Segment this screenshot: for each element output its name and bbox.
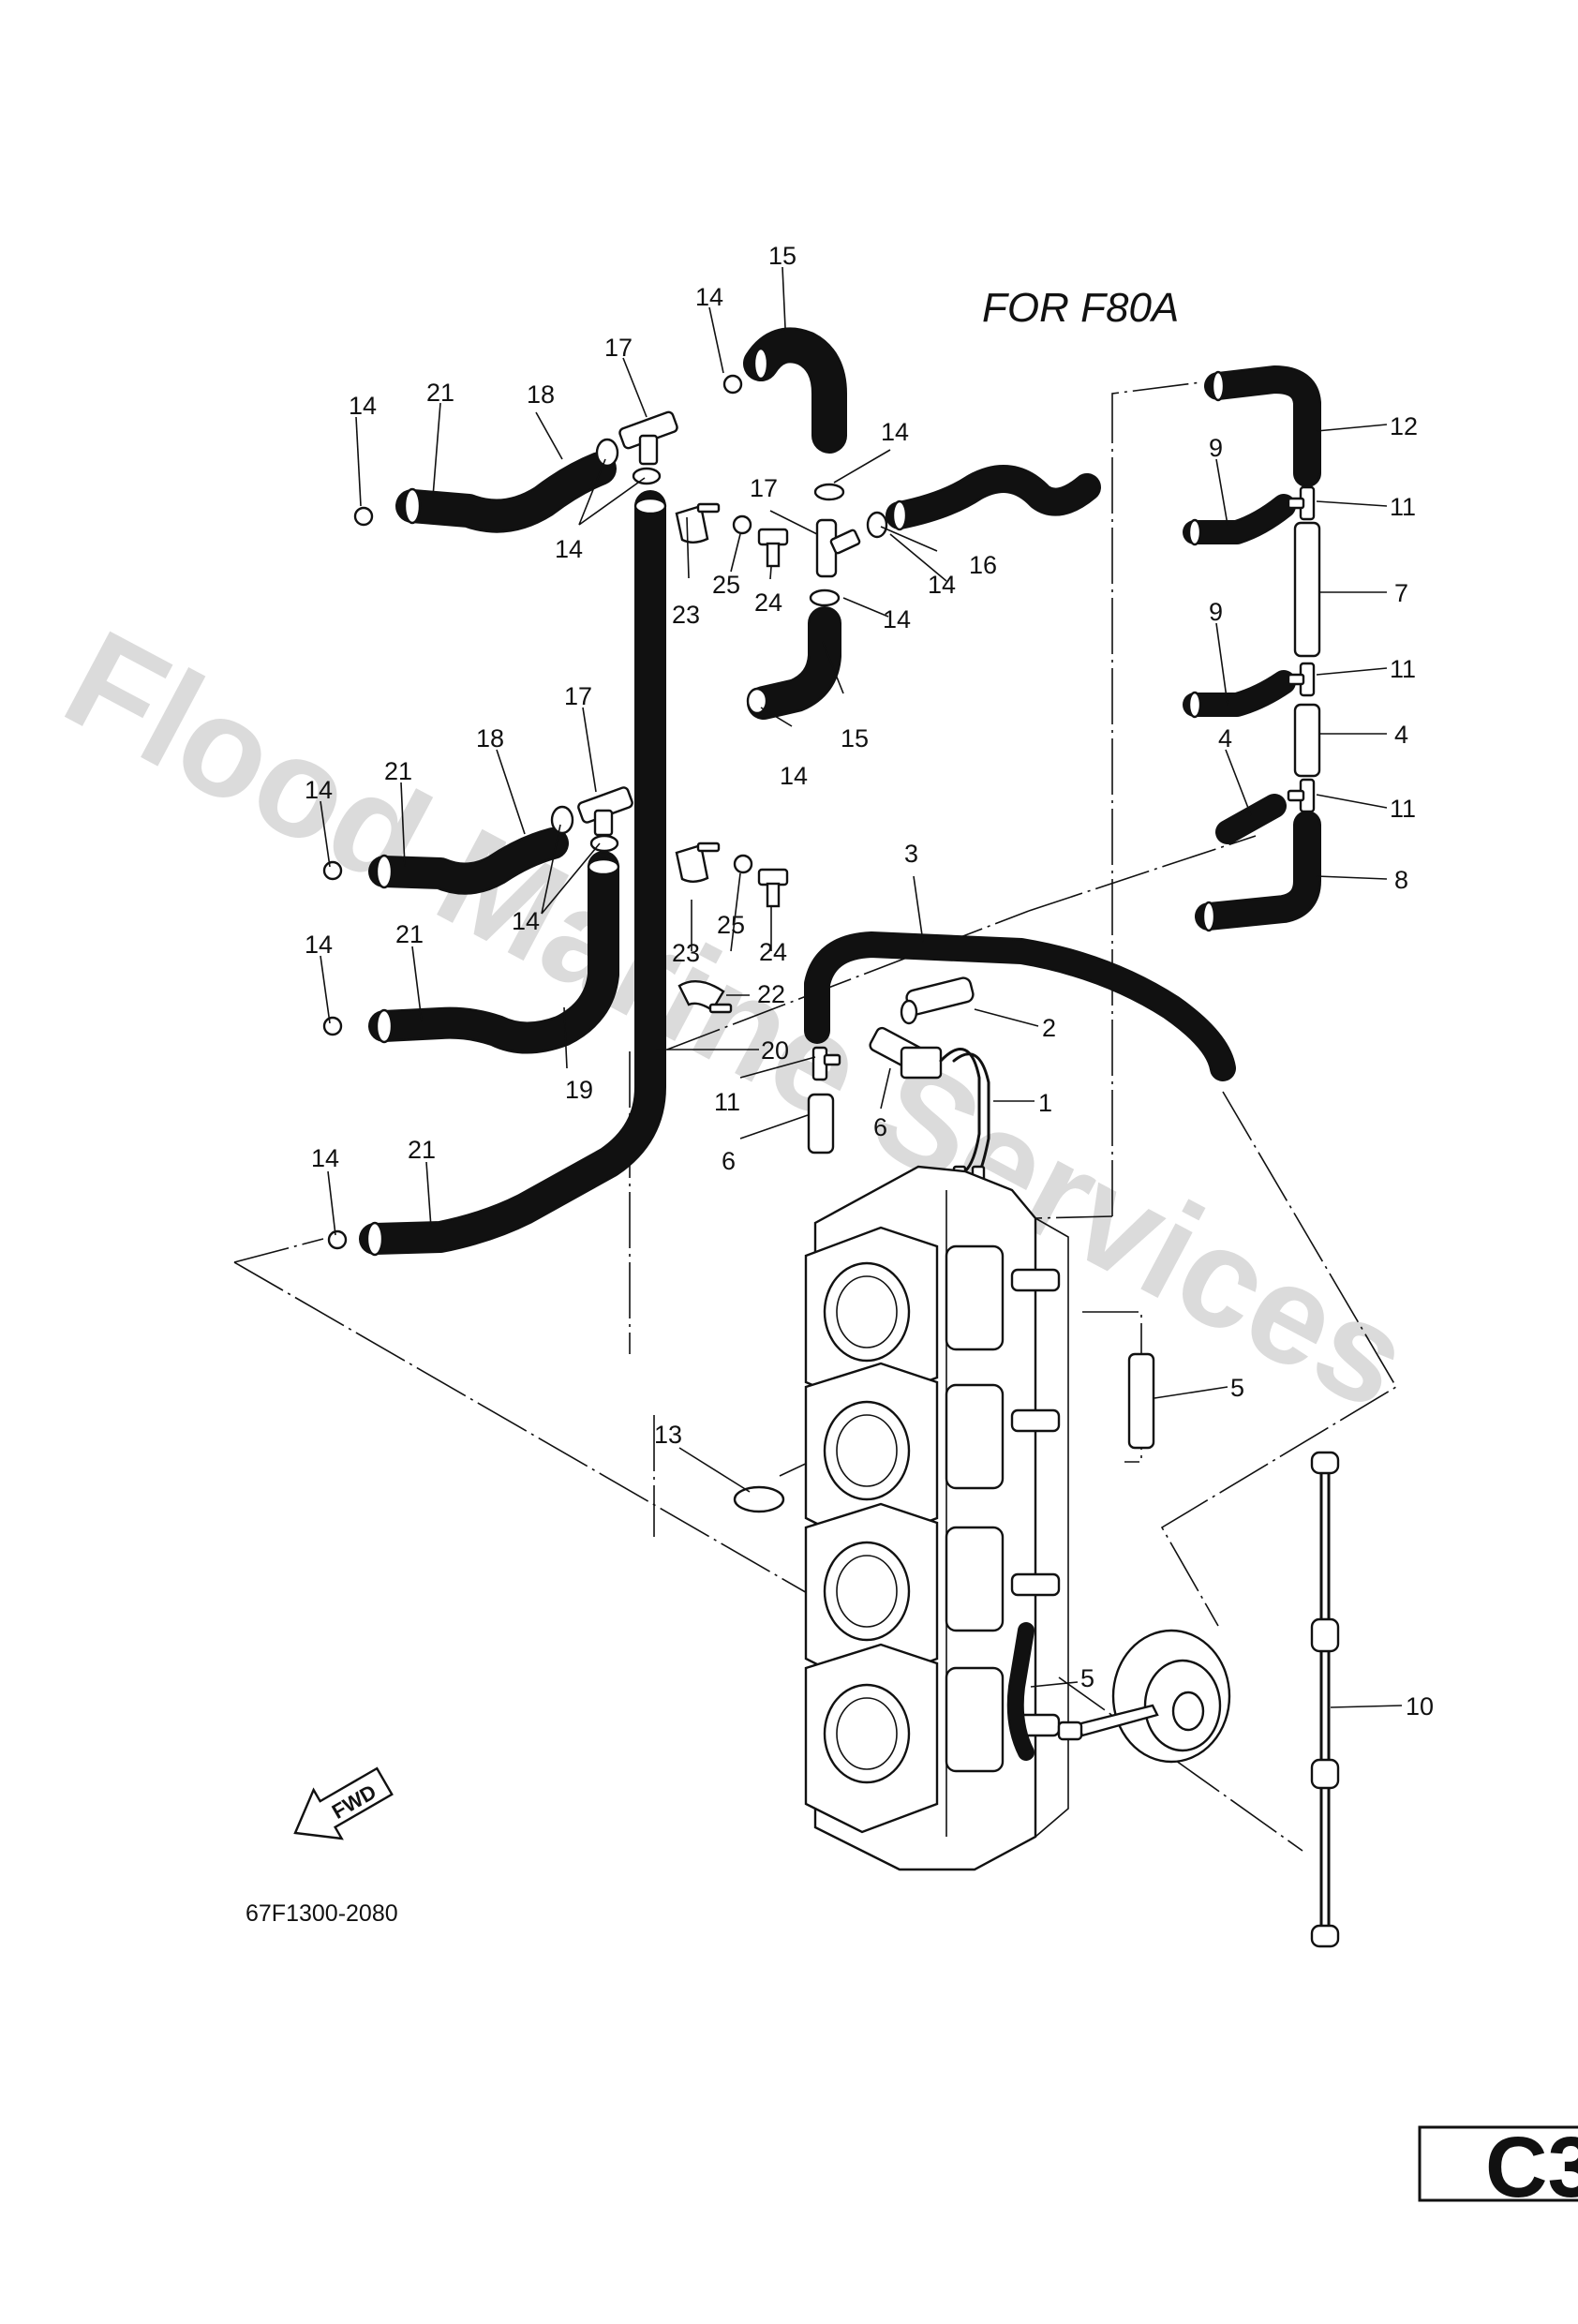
callout-14: 14 [305,776,333,804]
diagram-title: FOR F80A [982,285,1179,331]
callout-4: 4 [1218,724,1232,752]
callout-17: 17 [750,474,778,502]
callout-6: 6 [873,1113,887,1141]
hose-middle-21-18 [368,827,569,895]
callout-16: 16 [969,551,997,579]
carburetor-assembly [804,1165,1069,1871]
callout-14: 14 [305,931,333,959]
washer-25-upper [732,514,752,535]
callout-11: 11 [1390,795,1416,823]
t-joint-17-lower [577,786,633,837]
hose-12 [1204,365,1321,487]
callout-13: 13 [654,1421,682,1449]
hose-9-upper [1183,494,1296,544]
callout-14: 14 [780,762,808,790]
t-joint-17-middle [815,518,861,578]
callout-14: 14 [883,605,911,633]
hose-15-upper [743,327,847,454]
callout-8: 8 [1394,866,1408,894]
callout-10: 10 [1406,1692,1434,1721]
hose-3 [804,931,1236,1081]
callout-17: 17 [604,334,633,362]
page-id-box: C3 [1418,2120,1578,2215]
hose-19 [368,851,619,1054]
hose-4-straight [1293,703,1321,778]
callout-20: 20 [761,1036,789,1065]
callout-9: 9 [1209,434,1223,462]
callout-22: 22 [757,980,785,1008]
callout-21: 21 [395,920,424,948]
hose-16 [886,465,1101,529]
hose-upper-21-18 [395,452,617,533]
callout-7: 7 [1394,579,1408,607]
callout-23: 23 [672,601,700,629]
callout-25: 25 [712,571,740,599]
callout-3: 3 [904,840,918,868]
callout-24: 24 [754,588,782,617]
clamp-22 [677,980,733,1014]
callout-14: 14 [512,907,540,935]
callout-14: 14 [881,418,909,446]
callout-14: 14 [555,535,583,563]
drawing-code: 67F1300-2080 [246,1900,398,1927]
hose-9-lower [1183,670,1296,717]
callout-21: 21 [426,379,454,407]
callout-6: 6 [722,1147,736,1175]
callout-14: 14 [695,283,723,311]
page-id: C3 [1485,2120,1578,2215]
callout-19: 19 [565,1076,593,1104]
bolt-24-lower [757,868,789,908]
callout-9: 9 [1209,598,1223,626]
hose-clip-14-set [322,374,888,1250]
hose-7 [1293,521,1321,658]
assembly-guide-lines [233,381,1398,1852]
callout-11: 11 [1390,655,1416,683]
hose-ends [365,347,1226,1257]
leader-lines [320,266,1403,1708]
callout-11: 11 [714,1088,740,1116]
hose-4-angled [1215,794,1287,844]
t-joint-11 [811,485,1316,1081]
fwd-arrow-icon: FWD [293,1766,394,1840]
callout-1: 1 [1038,1089,1052,1117]
hose-6-lower [807,1093,835,1155]
hose-5-lower [1006,1622,1035,1761]
callout-5: 5 [1230,1374,1244,1402]
callout-21: 21 [408,1136,436,1164]
callout-14: 14 [349,392,377,420]
callout-24: 24 [759,938,787,966]
hose-15-lower [747,606,841,720]
callout-5: 5 [1080,1664,1094,1692]
callout-18: 18 [527,380,555,409]
fuel-pump [1057,1629,1231,1764]
callout-12: 12 [1390,412,1418,440]
washer-25-lower [733,854,753,874]
callout-23: 23 [672,939,700,967]
clamp-23-lower [675,842,721,883]
callout-18: 18 [476,724,504,752]
callout-11: 11 [1390,493,1416,521]
callout-14: 14 [311,1144,339,1172]
lead-wire-10 [1310,1451,1340,1948]
hose-20-vertical [359,490,666,1255]
callout-15: 15 [841,724,869,752]
callout-25: 25 [717,911,745,939]
clip-13 [733,1485,785,1513]
t-joint-17-upper [618,410,678,466]
bolt-24-upper [757,528,789,568]
hose-8 [1195,811,1321,931]
callout-2: 2 [1042,1014,1056,1042]
clamp-23-upper [675,502,721,544]
callout-4: 4 [1394,721,1408,749]
callout-14: 14 [928,571,956,599]
callout-21: 21 [384,757,412,785]
callout-labels: 15 14 17 21 18 14 14 14 17 23 25 24 14 1… [305,242,1434,1721]
callout-17: 17 [564,682,592,710]
hose-5-upper [1127,1352,1155,1450]
part-2-valve [900,976,975,1025]
callout-15: 15 [768,242,796,270]
